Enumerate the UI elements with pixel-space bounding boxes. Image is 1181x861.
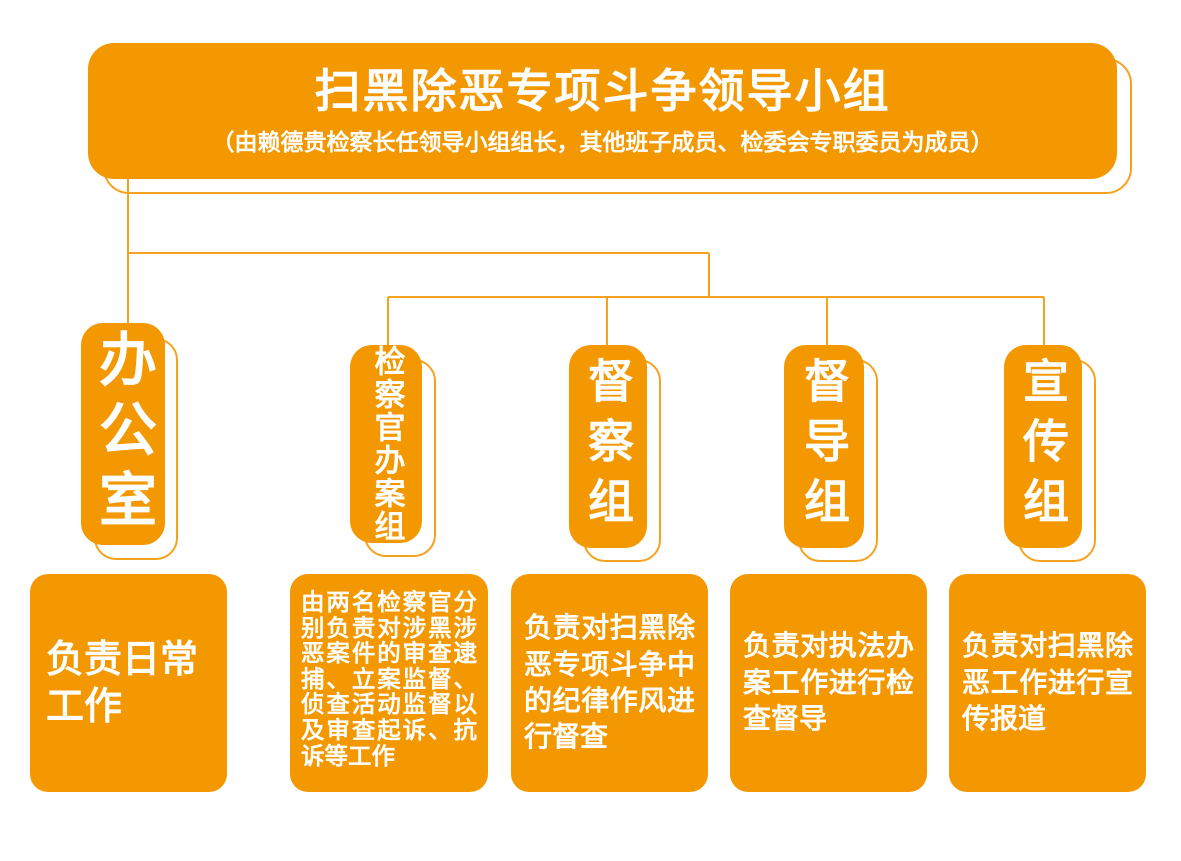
duty-prosecutor-case-group-text: 由两名检察官分别负责对涉黑涉恶案件的审查逮捕、立案监督、侦查活动监督以及审查起诉…	[301, 588, 477, 770]
chart-subtitle: （由赖德贵检察长任领导小组组长，其他班子成员、检委会专职委员为成员）	[211, 129, 994, 156]
node-inspection-group: 督察组	[569, 345, 647, 548]
chart-title: 扫黑除恶专项斗争领导小组	[314, 64, 891, 119]
duty-office-text: 负责日常工作	[46, 636, 199, 729]
duty-inspection-group-text: 负责对扫黑除恶专项斗争中的纪律作风进行督查	[524, 611, 695, 754]
node-prosecutor-case-group: 检察官办案组	[350, 345, 422, 543]
node-office: 办公室	[81, 323, 165, 545]
duty-inspection-group: 负责对扫黑除恶专项斗争中的纪律作风进行督查	[511, 574, 708, 792]
node-steering-group-label: 督导组	[797, 356, 851, 537]
node-office-label: 办公室	[89, 329, 157, 539]
duty-publicity-group: 负责对扫黑除恶工作进行宣传报道	[949, 574, 1146, 792]
node-publicity-group: 宣传组	[1004, 345, 1082, 548]
duty-office: 负责日常工作	[30, 574, 227, 792]
duty-prosecutor-case-group: 由两名检察官分别负责对涉黑涉恶案件的审查逮捕、立案监督、侦查活动监督以及审查起诉…	[290, 574, 488, 792]
duty-steering-group-text: 负责对执法办案工作进行检查督导	[743, 629, 914, 736]
node-inspection-group-label: 督察组	[581, 356, 635, 537]
duty-steering-group: 负责对执法办案工作进行检查督导	[730, 574, 927, 792]
node-steering-group: 督导组	[784, 345, 864, 548]
title-box: 扫黑除恶专项斗争领导小组 （由赖德贵检察长任领导小组组长，其他班子成员、检委会专…	[88, 43, 1117, 179]
duty-publicity-group-text: 负责对扫黑除恶工作进行宣传报道	[962, 629, 1133, 736]
node-prosecutor-case-group-label: 检察官办案组	[368, 345, 405, 543]
node-publicity-group-label: 宣传组	[1016, 356, 1070, 537]
